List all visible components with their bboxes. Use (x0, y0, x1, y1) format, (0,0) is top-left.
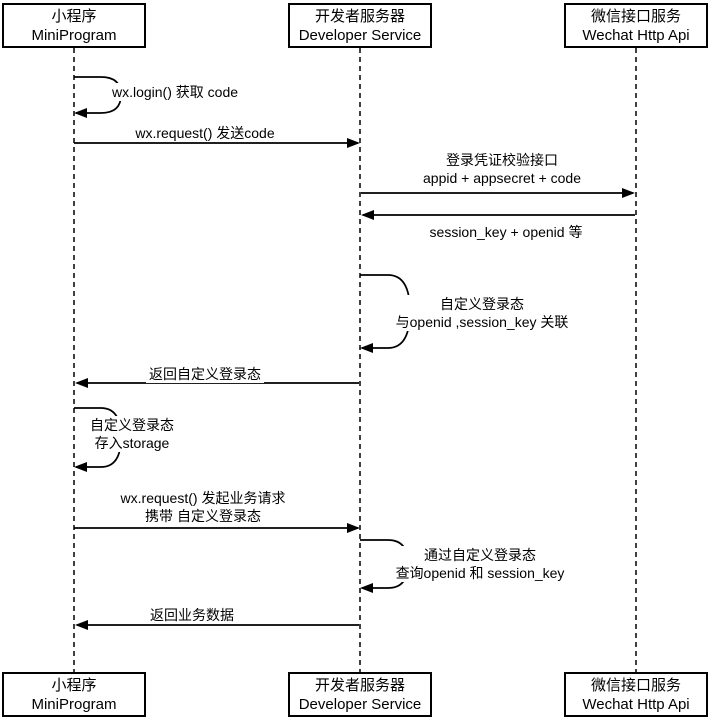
message-0-label: wx.login() 获取 code (108, 83, 242, 101)
message-6-label: 自定义登录态 存入storage (87, 416, 177, 452)
message-7-line-0: wx.request() 发起业务请求 (120, 490, 286, 506)
message-6-line-1: 存入storage (94, 435, 170, 451)
message-8-label: 通过自定义登录态 查询openid 和 session_key (392, 546, 568, 582)
message-1-label: wx.request() 发送code (132, 124, 278, 142)
actor-title-zh: 微信接口服务 (590, 676, 681, 694)
message-4-line-0: 自定义登录态 (439, 296, 524, 312)
message-5-label: 返回自定义登录态 (146, 365, 264, 383)
actor-title-en: MiniProgram (31, 695, 117, 713)
actor-box-developer-service-bottom: 开发者服务器 Developer Service (288, 672, 432, 717)
actor-title-en: MiniProgram (31, 26, 117, 44)
message-9-label: 返回业务数据 (147, 606, 237, 624)
message-2-label: 登录凭证校验接口 appid + appsecret + code (419, 151, 585, 187)
actor-box-wechat-api-bottom: 微信接口服务 Wechat Http Api (564, 672, 708, 717)
message-9-line-0: 返回业务数据 (150, 607, 234, 623)
actor-box-miniprogram-top: 小程序 MiniProgram (2, 3, 146, 48)
actor-title-zh: 开发者服务器 (314, 676, 405, 694)
actor-title-zh: 开发者服务器 (314, 7, 405, 25)
actor-box-wechat-api-top: 微信接口服务 Wechat Http Api (564, 3, 708, 48)
actor-title-en: Developer Service (298, 695, 422, 713)
actor-box-developer-service-top: 开发者服务器 Developer Service (288, 3, 432, 48)
actor-title-zh: 小程序 (51, 7, 97, 25)
actor-title-en: Wechat Http Api (582, 26, 690, 44)
message-3-label: session_key + openid 等 (426, 223, 586, 241)
message-6-line-0: 自定义登录态 (90, 417, 174, 433)
actor-title-zh: 微信接口服务 (590, 7, 681, 25)
message-3-line-0: session_key + openid 等 (429, 224, 583, 240)
message-8-line-1: 查询openid 和 session_key (395, 565, 565, 581)
message-7-label: wx.request() 发起业务请求 携带 自定义登录态 (117, 489, 289, 525)
message-7-line-1: 携带 自定义登录态 (145, 508, 261, 524)
message-2-line-0: 登录凭证校验接口 (445, 152, 558, 168)
message-4-label: 自定义登录态 与openid ,session_key 关联 (392, 295, 572, 331)
actor-title-zh: 小程序 (51, 676, 97, 694)
message-4-line-1: 与openid ,session_key 关联 (395, 314, 569, 330)
actor-title-en: Developer Service (298, 26, 422, 44)
actor-box-miniprogram-bottom: 小程序 MiniProgram (2, 672, 146, 717)
message-0-line-0: wx.login() 获取 code (111, 84, 239, 100)
message-1-line-0: wx.request() 发送code (135, 125, 275, 141)
message-2-line-1: appid + appsecret + code (422, 170, 582, 186)
actor-title-en: Wechat Http Api (582, 695, 690, 713)
message-8-line-0: 通过自定义登录态 (424, 547, 536, 563)
message-5-line-0: 返回自定义登录态 (149, 366, 261, 382)
